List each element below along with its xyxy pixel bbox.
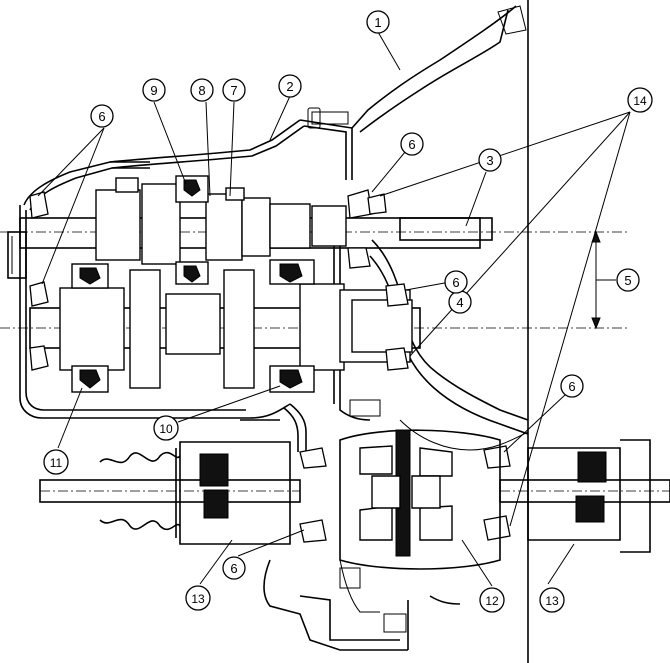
callout-6-diff-right-label: 6 (568, 379, 575, 394)
callout-11: 11 (43, 449, 69, 475)
callout-12: 12 (479, 587, 505, 613)
callout-13-right: 13 (539, 587, 565, 613)
callout-12-label: 12 (485, 594, 499, 608)
callout-9: 9 (142, 78, 166, 102)
callout-10-label: 10 (159, 422, 173, 436)
callout-6-front-lower: 6 (444, 270, 468, 294)
callout-markers: 1 2 3 4 5 6 6 6 (43, 10, 653, 613)
callout-6-diff-left-label: 6 (230, 561, 237, 576)
callout-6-front-upper: 6 (400, 132, 424, 156)
callout-6-front-lower-label: 6 (452, 275, 459, 290)
callout-5: 5 (616, 268, 640, 292)
callout-10: 10 (153, 415, 179, 441)
callout-4: 4 (448, 290, 472, 314)
callout-13-left-label: 13 (191, 592, 205, 606)
taper-roller-bearings (29, 189, 511, 543)
callout-3: 3 (478, 148, 502, 172)
callout-6-diff-right: 6 (560, 374, 584, 398)
callout-13-left: 13 (185, 585, 211, 611)
callout-2-label: 2 (286, 79, 293, 94)
callout-3-label: 3 (486, 153, 493, 168)
callout-8: 8 (190, 78, 214, 102)
callout-11-label: 11 (50, 456, 63, 470)
callout-4-label: 4 (456, 295, 463, 310)
leader-lines (37, 31, 631, 587)
output-shaft (0, 259, 628, 393)
callout-1-label: 1 (374, 15, 381, 30)
synchroniser-hub-upper (175, 175, 209, 285)
final-drive-housing (263, 399, 461, 651)
callout-14-label: 14 (633, 94, 647, 108)
callout-9-label: 9 (150, 83, 157, 98)
synchroniser-hub-lower (71, 259, 315, 393)
callout-5-label: 5 (624, 273, 631, 288)
callout-13-right-label: 13 (545, 594, 559, 608)
callout-6-front-upper-label: 6 (408, 137, 415, 152)
callout-14: 14 (627, 87, 653, 113)
callout-6-rear-label: 6 (98, 109, 105, 124)
drive-shaft-right (499, 439, 670, 553)
drive-shaft-left (39, 441, 301, 545)
callout-7-label: 7 (230, 83, 237, 98)
callout-6-rear: 6 (90, 104, 114, 128)
input-shaft (0, 175, 628, 285)
callout-2: 2 (278, 74, 302, 98)
callout-7: 7 (222, 78, 246, 102)
callout-8-label: 8 (198, 83, 205, 98)
differential (339, 429, 501, 613)
callout-1: 1 (366, 10, 390, 34)
callout-6-diff-left: 6 (222, 556, 246, 580)
